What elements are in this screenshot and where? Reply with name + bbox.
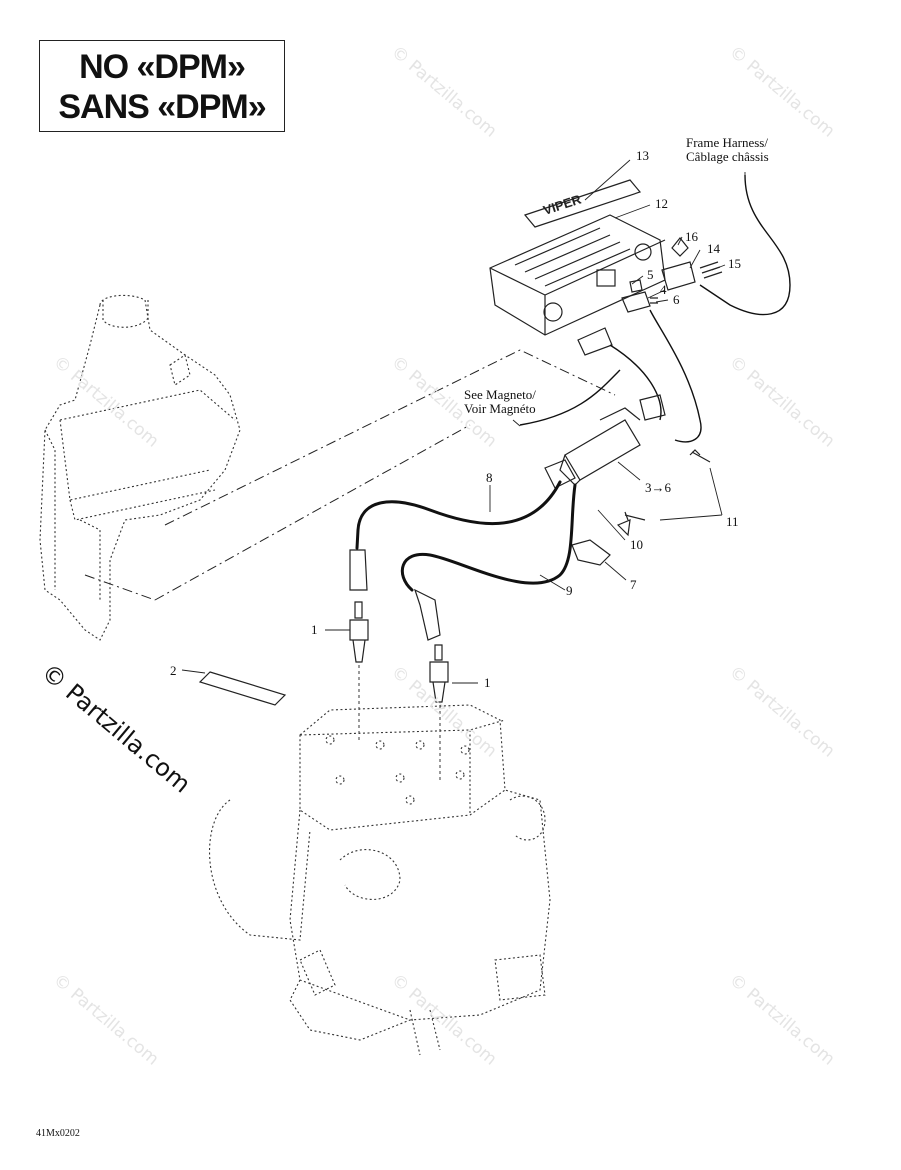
callout-14: 14 <box>707 241 720 256</box>
harness-wire-3 <box>609 344 662 421</box>
connector-7 <box>571 539 611 566</box>
diagram-code: 41Mx0202 <box>36 1128 80 1139</box>
ht-cable-8 <box>355 480 562 550</box>
title-line-2: SANS «DPM» <box>58 88 266 126</box>
reference-lines <box>84 349 616 601</box>
plug-cap-9 <box>413 588 441 641</box>
callout-11: 11 <box>726 514 739 529</box>
decal-text: VIPER <box>541 191 583 218</box>
callout-15: 15 <box>728 256 741 271</box>
magneto-wire <box>519 369 621 426</box>
title-box: NO «DPM» SANS «DPM» <box>39 40 285 132</box>
callout-5: 5 <box>647 267 654 282</box>
callout-1-right: 1 <box>484 675 491 690</box>
frame-harness-line2: Câblage châssis <box>686 149 769 164</box>
electronic-box-12 <box>489 214 666 336</box>
magneto-note: See Magneto/ Voir Magnéto <box>464 388 536 416</box>
callout-13: 13 <box>636 148 649 163</box>
frame-harness-note: Frame Harness/ Câblage châssis <box>686 136 769 164</box>
magneto-line2: Voir Magnéto <box>464 401 536 416</box>
magneto-line1: See Magneto/ <box>464 387 536 402</box>
callout-7: 7 <box>630 577 637 592</box>
callout-10: 10 <box>630 537 643 552</box>
ht-cable-9 <box>400 483 577 592</box>
spark-plug-left <box>349 601 369 663</box>
harness-wire-2 <box>649 309 702 443</box>
callout-1-left: 1 <box>311 622 318 637</box>
sticker-2 <box>198 671 287 706</box>
callout-16: 16 <box>685 229 698 244</box>
decal-13: VIPER <box>523 179 642 228</box>
bolt-11b <box>624 511 646 521</box>
connectors <box>577 237 723 356</box>
callout-9: 9 <box>566 583 573 598</box>
frame-harness-wire <box>699 174 791 316</box>
callout-8: 8 <box>486 470 493 485</box>
oil-tank <box>39 294 241 641</box>
plug-cap-8 <box>349 549 368 591</box>
spark-plug-right <box>429 644 449 703</box>
callout-4: 4 <box>660 282 667 297</box>
callout-12: 12 <box>655 196 668 211</box>
plug-leader-lines <box>358 665 441 780</box>
ignition-coil <box>544 394 666 489</box>
callout-3to6: 3→6 <box>645 480 671 495</box>
clip-10 <box>616 519 631 537</box>
callout-leaders <box>181 159 746 684</box>
callout-2: 2 <box>170 663 177 678</box>
title-line-1: NO «DPM» <box>79 48 246 86</box>
bolt-11a <box>689 449 711 463</box>
engine <box>208 704 551 1056</box>
callout-6: 6 <box>673 292 680 307</box>
frame-harness-line1: Frame Harness/ <box>686 135 768 150</box>
